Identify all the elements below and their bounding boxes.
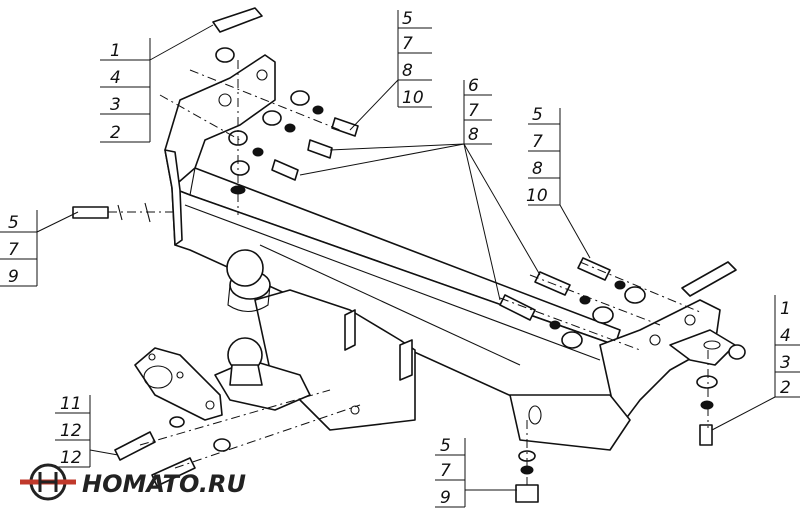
callout-label: 8 bbox=[402, 61, 413, 81]
callout-label: 7 bbox=[468, 101, 479, 121]
callout-right-upper: 5 7 8 10 bbox=[526, 105, 561, 206]
callout-label: 7 bbox=[8, 240, 19, 260]
callout-label: 6 bbox=[468, 76, 479, 96]
callout-label: 4 bbox=[780, 326, 791, 346]
tow-ball-assembly bbox=[214, 249, 416, 431]
callout-label: 4 bbox=[110, 68, 121, 88]
callout-label: 3 bbox=[780, 353, 791, 373]
leader-lines bbox=[36, 24, 776, 491]
callout-label: 2 bbox=[780, 378, 791, 398]
callout-label: 5 bbox=[440, 436, 451, 456]
callout-label: 11 bbox=[60, 394, 82, 414]
top-plate-left bbox=[212, 7, 263, 33]
socket-plate bbox=[134, 347, 223, 421]
callout-label: 7 bbox=[440, 461, 451, 481]
callout-bottom-center: 5 7 9 bbox=[435, 436, 466, 508]
callout-label: 7 bbox=[402, 34, 413, 54]
left-mounting-bracket bbox=[164, 54, 276, 246]
callout-label: 5 bbox=[8, 213, 19, 233]
logo-text: HOMATO.RU bbox=[82, 470, 246, 498]
callout-bottom-left: 11 12 12 bbox=[55, 394, 119, 468]
callout-label: 1 bbox=[780, 299, 791, 319]
homato-logo[interactable]: HOMATO.RU bbox=[20, 463, 246, 501]
callout-label: 8 bbox=[532, 159, 543, 179]
callout-right-lower: 1 4 3 2 bbox=[774, 295, 800, 398]
callout-label: 10 bbox=[402, 88, 424, 108]
callout-label: 9 bbox=[8, 267, 19, 287]
callout-top-center: 5 7 8 10 bbox=[397, 9, 432, 108]
callout-label: 7 bbox=[532, 132, 543, 152]
callout-label: 5 bbox=[402, 9, 413, 29]
callout-top-left: 1 4 3 2 bbox=[100, 38, 151, 143]
callout-label: 3 bbox=[110, 95, 121, 115]
callout-label: 10 bbox=[526, 186, 548, 206]
fasteners bbox=[72, 7, 746, 503]
callout-label: 9 bbox=[440, 488, 451, 508]
callout-label: 2 bbox=[110, 123, 121, 143]
homato-logo-icon bbox=[20, 463, 76, 501]
assembly-axis-lines bbox=[108, 60, 709, 485]
callout-left: 5 7 9 bbox=[0, 210, 38, 287]
callout-label: 5 bbox=[532, 105, 543, 125]
top-plate-right bbox=[681, 261, 737, 297]
callout-label: 8 bbox=[468, 125, 479, 145]
callout-label: 1 bbox=[110, 41, 121, 61]
right-mounting-bracket bbox=[509, 299, 736, 451]
callout-label: 12 bbox=[60, 421, 82, 441]
callout-label: 12 bbox=[60, 448, 82, 468]
callout-center: 6 7 8 bbox=[463, 76, 492, 145]
